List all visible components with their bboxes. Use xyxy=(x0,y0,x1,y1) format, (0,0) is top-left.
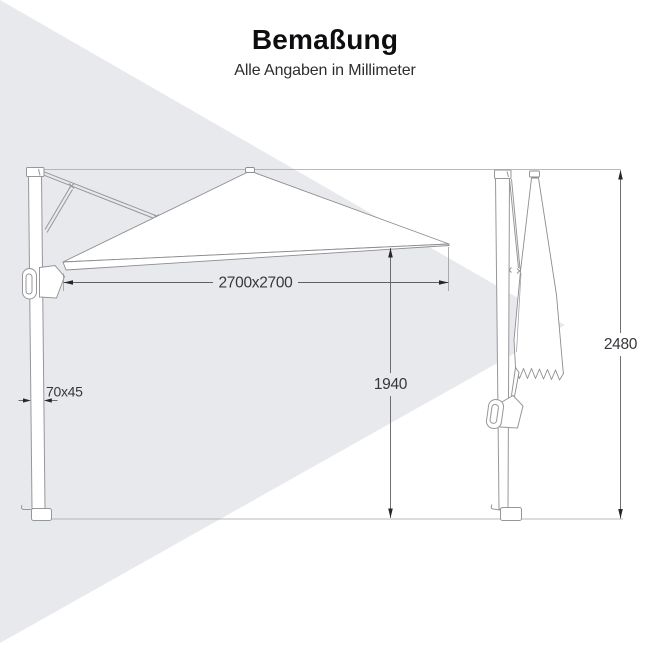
mast-profile-label: 70x45 xyxy=(46,384,83,400)
dimension-clearance-height: 1940 xyxy=(374,248,408,518)
sliding-hub-handle xyxy=(22,264,66,300)
folded-canopy-cap xyxy=(529,170,540,178)
closed-hub-handle xyxy=(485,394,524,429)
support-strut xyxy=(44,186,73,233)
closed-mast-top-cap xyxy=(494,169,512,179)
closed-handle-slot xyxy=(489,403,499,424)
total-height-label: 2480 xyxy=(604,336,638,353)
closed-base-hook xyxy=(490,504,501,511)
mast-base xyxy=(21,504,52,521)
open-canopy xyxy=(62,167,450,271)
folded-canopy xyxy=(511,170,564,397)
cantilever-arm xyxy=(43,171,157,220)
dimension-canopy-size: 2700x2700 xyxy=(63,247,449,292)
watermark-triangle xyxy=(0,0,565,643)
canopy-peak-cap xyxy=(245,167,255,173)
clearance-height-label: 1940 xyxy=(374,376,408,393)
closed-umbrella-view xyxy=(485,169,564,521)
dimension-mast-profile: 70x45 xyxy=(18,384,83,403)
mast-top-cap xyxy=(26,167,45,177)
base-hook xyxy=(21,504,31,510)
page-title: Bemaßung xyxy=(251,24,399,55)
canopy-tail-fold xyxy=(511,367,520,397)
page-subtitle: Alle Angaben in Millimeter xyxy=(234,62,416,79)
open-umbrella-view xyxy=(21,167,450,521)
canopy-size-label: 2700x2700 xyxy=(218,275,293,292)
handle-slot xyxy=(25,273,33,295)
dimension-total-height: 2480 xyxy=(604,170,638,519)
closed-mast-base xyxy=(490,504,522,521)
closed-mast xyxy=(494,169,512,510)
